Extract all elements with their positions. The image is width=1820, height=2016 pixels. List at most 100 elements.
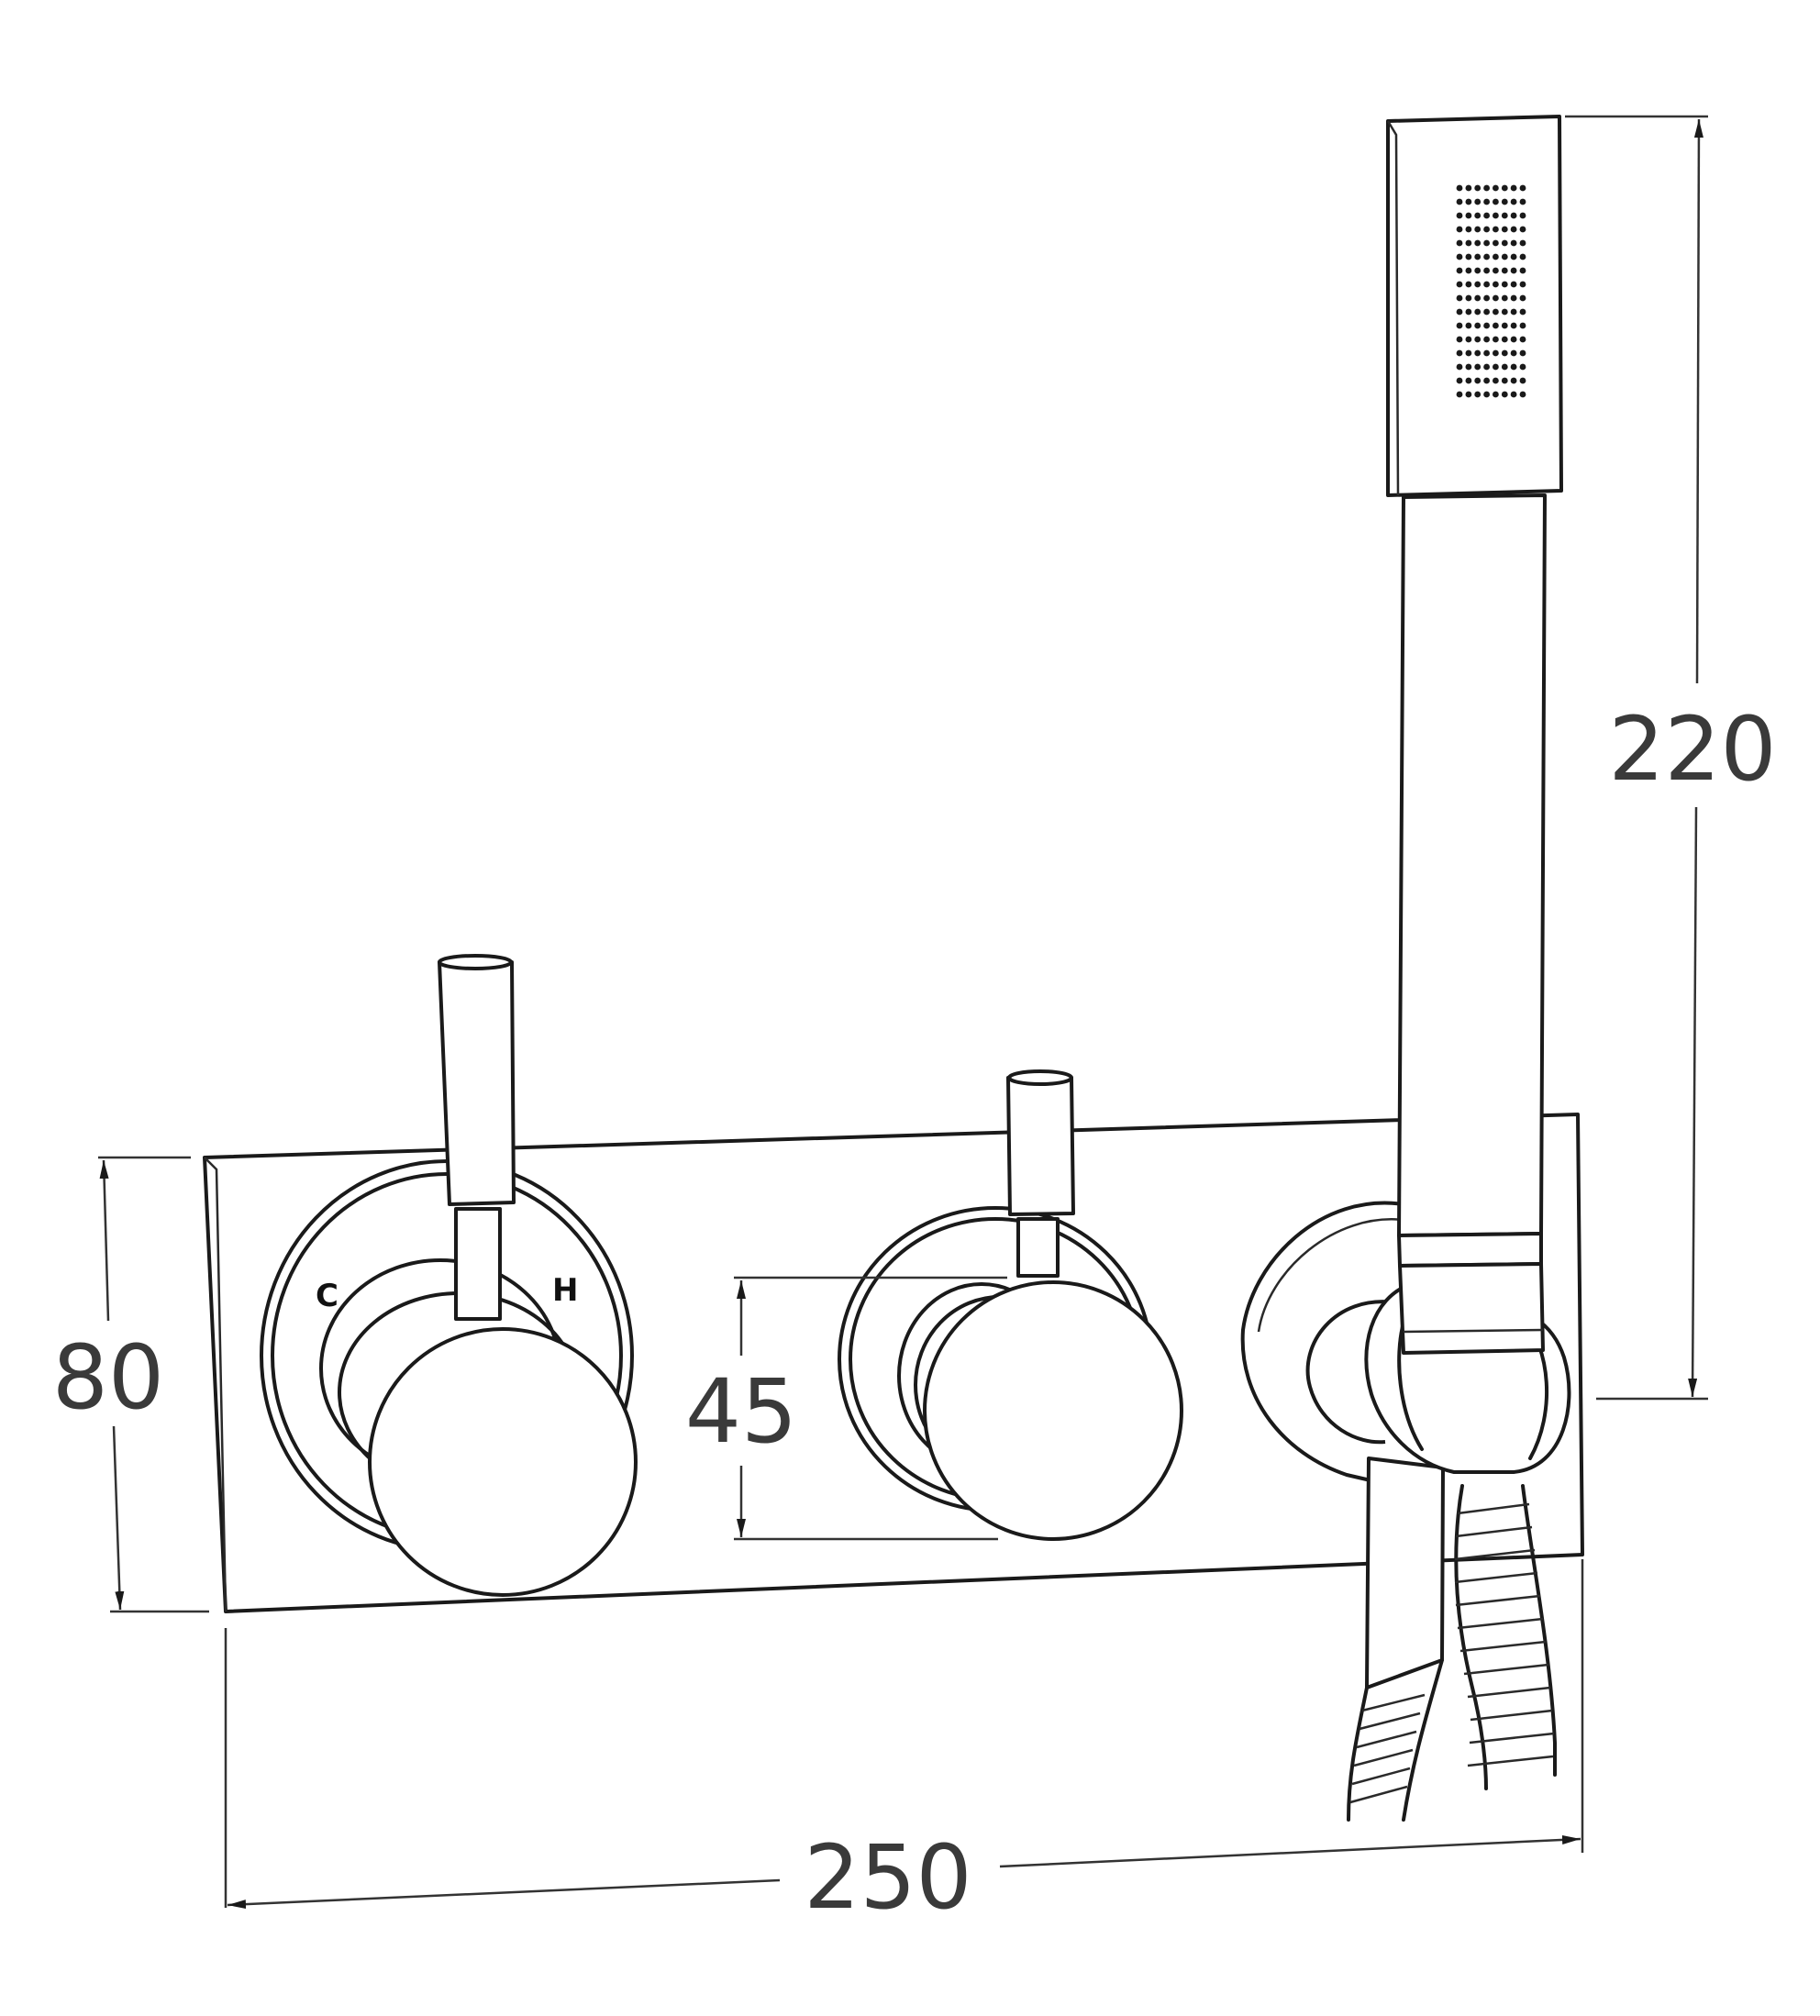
spray-nozzle [1474, 281, 1482, 288]
shower-handset [1386, 115, 1563, 1355]
dimension-height-plate: 80 [52, 1156, 209, 1613]
spray-nozzle [1501, 322, 1508, 329]
spray-nozzle [1519, 198, 1526, 205]
spray-nozzle [1474, 308, 1482, 316]
spray-nozzle [1510, 349, 1517, 357]
spray-nozzle [1456, 349, 1463, 357]
spray-nozzle [1493, 198, 1499, 205]
spray-nozzle [1456, 336, 1463, 343]
spray-nozzle [1465, 377, 1472, 384]
spray-nozzle [1474, 267, 1482, 274]
spray-nozzle [1483, 336, 1490, 343]
spray-nozzle [1493, 308, 1499, 316]
spray-nozzle [1493, 267, 1499, 274]
spray-nozzle [1519, 336, 1526, 343]
spray-nozzle [1519, 377, 1526, 384]
spray-nozzle [1519, 349, 1526, 357]
spray-nozzle [1510, 322, 1517, 329]
spray-nozzle [1493, 212, 1499, 219]
spray-nozzle [1483, 363, 1490, 371]
spray-nozzle [1510, 281, 1517, 288]
spray-nozzle [1456, 253, 1463, 260]
spray-nozzle [1501, 294, 1508, 302]
spray-nozzle [1501, 308, 1508, 316]
spray-nozzle [1483, 294, 1490, 302]
spray-nozzle [1519, 267, 1526, 274]
dimension-handle-diameter: 45 [685, 1276, 1007, 1541]
spray-nozzle [1519, 253, 1526, 260]
spray-nozzle [1465, 349, 1472, 357]
middle-valve [838, 1069, 1183, 1541]
dimension-label-45: 45 [685, 1360, 797, 1463]
spray-nozzle [1501, 349, 1508, 357]
hot-marking: H [552, 1272, 578, 1309]
dimension-label-220: 220 [1608, 698, 1776, 801]
spray-nozzle [1456, 363, 1463, 371]
spray-nozzle [1493, 391, 1499, 398]
spray-nozzle [1493, 184, 1499, 192]
spray-nozzle [1519, 294, 1526, 302]
spray-nozzle [1483, 212, 1490, 219]
spray-nozzle [1465, 184, 1472, 192]
left-valve: C H [260, 954, 638, 1597]
spray-nozzle [1474, 294, 1482, 302]
spray-nozzle [1519, 212, 1526, 219]
spray-nozzle [1456, 322, 1463, 329]
spray-nozzle [1493, 349, 1499, 357]
spray-nozzle [1456, 184, 1463, 192]
spray-nozzle [1465, 363, 1472, 371]
spray-nozzle [1465, 281, 1472, 288]
spray-nozzle [1510, 363, 1517, 371]
spray-nozzle [1510, 226, 1517, 233]
spray-nozzle [1519, 363, 1526, 371]
spray-nozzle [1493, 377, 1499, 384]
spray-nozzle [1474, 184, 1482, 192]
spray-nozzle [1510, 308, 1517, 316]
spray-nozzle [1501, 267, 1508, 274]
spray-nozzle [1493, 281, 1499, 288]
spray-nozzle [1456, 198, 1463, 205]
spray-nozzle [1456, 267, 1463, 274]
spray-nozzle [1510, 377, 1517, 384]
spray-nozzle [1474, 363, 1482, 371]
handset-holder [1240, 1201, 1445, 1689]
dimension-width-total: 250 [224, 1559, 1584, 1929]
cold-marking: C [316, 1278, 338, 1314]
spray-nozzle [1519, 184, 1526, 192]
spray-nozzle [1465, 198, 1472, 205]
spray-nozzle [1501, 281, 1508, 288]
spray-nozzle [1493, 253, 1499, 260]
spray-nozzle [1474, 377, 1482, 384]
spray-nozzle [1456, 212, 1463, 219]
spray-nozzle [1465, 294, 1472, 302]
spray-nozzle [1510, 184, 1517, 192]
spray-nozzle [1456, 308, 1463, 316]
spray-nozzle [1519, 322, 1526, 329]
spray-nozzle [1483, 349, 1490, 357]
spray-nozzle [1510, 391, 1517, 398]
spray-nozzle [1474, 391, 1482, 398]
spray-nozzle [1493, 294, 1499, 302]
spray-nozzle [1465, 322, 1472, 329]
spray-nozzle [1510, 294, 1517, 302]
spray-nozzle [1483, 322, 1490, 329]
spray-nozzle [1519, 226, 1526, 233]
spray-nozzle [1483, 308, 1490, 316]
dimension-height-handset: 220 [1565, 115, 1777, 1401]
spray-nozzle [1510, 239, 1517, 247]
spray-nozzle [1501, 184, 1508, 192]
spray-nozzle [1465, 239, 1472, 247]
spray-nozzle [1456, 226, 1463, 233]
spray-nozzle [1493, 239, 1499, 247]
spray-nozzle [1474, 239, 1482, 247]
spray-nozzle [1474, 226, 1482, 233]
spray-nozzle [1510, 253, 1517, 260]
spray-nozzle [1465, 308, 1472, 316]
spray-nozzle [1456, 294, 1463, 302]
shower-hose [1347, 1484, 1557, 1822]
spray-nozzle [1465, 267, 1472, 274]
spray-nozzle [1493, 322, 1499, 329]
spray-nozzle [1519, 391, 1526, 398]
spray-nozzle [1501, 198, 1508, 205]
